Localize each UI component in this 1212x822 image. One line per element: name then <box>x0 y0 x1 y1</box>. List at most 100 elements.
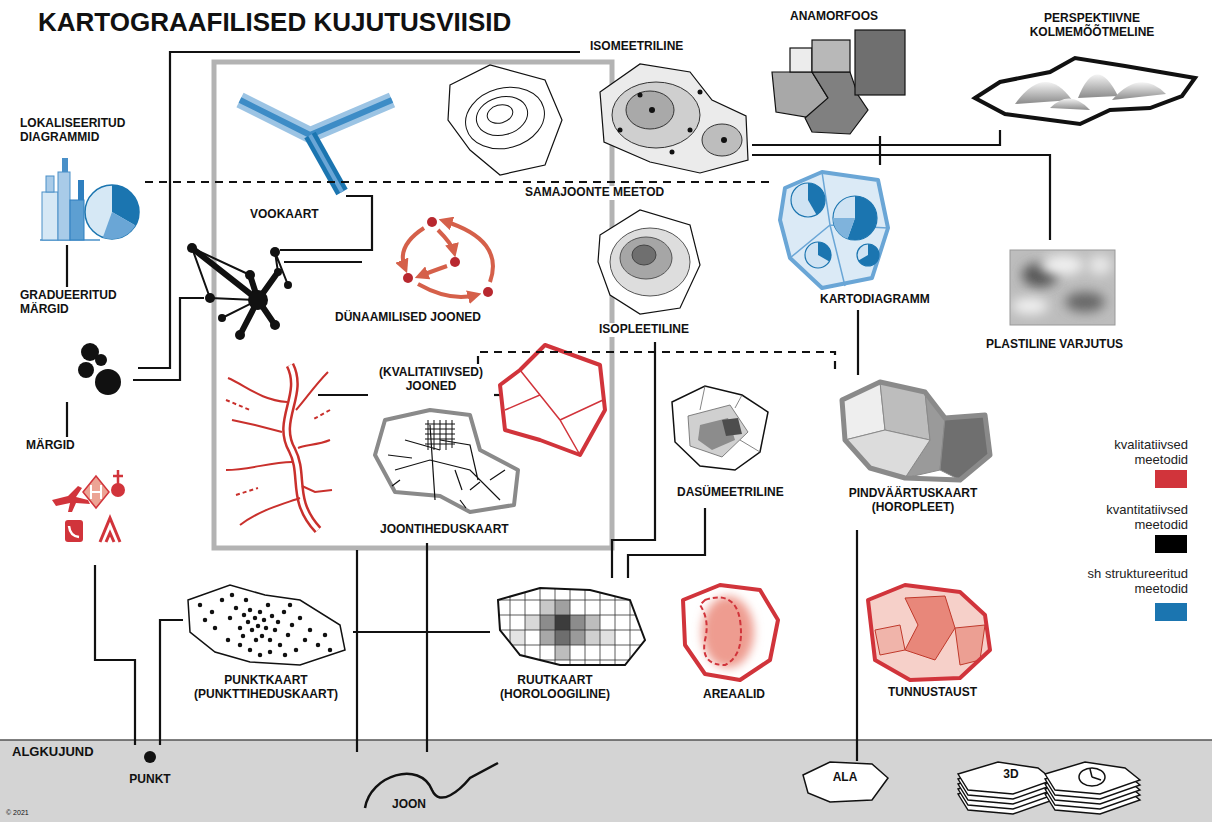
grid-map-picture <box>498 588 645 665</box>
perspective-3d-picture <box>975 58 1195 124</box>
node-label: PUNKT <box>121 773 179 787</box>
node-label: ALGKUJUND <box>12 745 94 760</box>
network-picture <box>274 268 282 276</box>
grid-map-picture <box>495 585 650 670</box>
connector-line <box>66 402 68 437</box>
node-label: TUNNUSTAUST <box>888 686 977 700</box>
cartodiagram-picture <box>805 242 831 268</box>
grid-map-picture <box>570 630 585 645</box>
cartodiagram-picture <box>780 172 888 288</box>
label-holder: SAMAJOONTE MEETOD <box>525 186 664 200</box>
network-picture <box>192 248 288 318</box>
grid-map-picture <box>570 615 585 630</box>
method-node: DÜNAAMILISED JOONED <box>333 205 513 330</box>
legend-entry: kvantitatiivsed meetodid <box>1078 503 1188 533</box>
dasymetric-picture <box>672 386 768 470</box>
legend-swatch <box>1155 535 1187 553</box>
cartodiagram-picture <box>791 183 825 217</box>
legend-swatch <box>1155 603 1187 621</box>
grid-map-picture <box>555 600 570 615</box>
dasymetric-picture <box>722 418 742 436</box>
line-density-picture <box>375 410 518 512</box>
layout-wire <box>356 550 358 752</box>
network-picture <box>187 243 292 340</box>
graduated-symbols-picture <box>95 369 121 395</box>
cartodiagram-picture <box>780 172 888 288</box>
method-node: PINDVÄÄRTUSKAART (HOROPLEET) <box>828 375 998 530</box>
node-label: DÜNAAMILISED JOONED <box>335 311 481 325</box>
method-node: AREAALID <box>675 580 785 708</box>
isoline-picture <box>448 65 562 175</box>
base-shapes-picture <box>958 762 1140 814</box>
localized-diagrams-picture <box>46 176 54 192</box>
group-label: SAMAJOONTE MEETOD <box>525 186 664 200</box>
cartodiagram-picture <box>848 196 877 240</box>
node-label: PINDVÄÄRTUSKAART (HOROPLEET) <box>838 487 988 515</box>
connector-line <box>856 530 858 761</box>
rivers-picture <box>226 372 332 525</box>
dynamic-lines-nodes <box>403 273 413 283</box>
method-node: VOOKAART <box>235 90 395 230</box>
layout-wire <box>284 261 362 263</box>
connector-line <box>628 508 705 578</box>
node-label: RUUTKAART (HOROLOOGILINE) <box>490 674 620 702</box>
ranges-picture <box>683 585 778 680</box>
rivers-picture <box>226 400 330 495</box>
point-symbols-picture <box>52 470 125 542</box>
localized-diagrams-picture <box>62 158 68 172</box>
dynamic-lines-nodes <box>427 217 437 227</box>
localized-diagrams-picture <box>58 172 70 240</box>
base-band-ground <box>0 739 1212 741</box>
node-label: ISOPLEETILINE <box>599 323 689 337</box>
relief-shading-picture <box>1088 255 1112 275</box>
isoline-picture <box>485 102 515 126</box>
node-label: ALA <box>800 771 890 785</box>
relief-shading-picture <box>1010 250 1115 325</box>
base-band: ALGKUJUNDPUNKTJOONALA3D <box>0 740 1212 822</box>
base-band-ground <box>0 740 1212 822</box>
qualitative-background-picture <box>868 585 990 680</box>
isometric-picture <box>600 64 748 173</box>
method-node: PERSPEKTIIVNE KOLMEMÕÕTMELINE <box>972 8 1200 130</box>
dynamic-lines-nodes <box>450 257 460 267</box>
base-band-ground <box>0 740 1212 822</box>
localized-diagrams-picture <box>85 185 139 239</box>
flow-map-picture <box>310 135 342 192</box>
relief-shading-picture <box>1010 250 1115 325</box>
grid-map-picture <box>540 630 555 645</box>
node-label: LOKALISEERITUD DIAGRAMMID <box>20 117 142 145</box>
qualitative-background-picture <box>905 596 955 660</box>
method-node: GRADUEERITUD MÄRGID <box>18 287 138 402</box>
relief-shading-picture <box>1012 255 1112 314</box>
dynamic-lines-picture <box>418 284 476 297</box>
ranges-picture <box>683 585 778 680</box>
qualitative-background-picture <box>868 585 990 680</box>
node-label: PUNKTKAART (PUNKTTIHEDUSKAART) <box>191 674 341 702</box>
relief-shading-picture <box>1065 292 1105 312</box>
node-label: (KVALITATIIVSED) JOONED <box>374 366 488 394</box>
isopleth-picture <box>620 237 672 279</box>
dynamic-lines-picture <box>403 221 493 297</box>
localized-diagrams-picture <box>40 158 139 240</box>
relief-shading-picture <box>1010 250 1115 325</box>
method-node: DASÜMEETRILINE <box>665 380 795 508</box>
node-label: PERSPEKTIIVNE KOLMEMÕÕTMELINE <box>1022 12 1162 40</box>
point-symbols-picture <box>113 470 123 484</box>
grid-map-picture <box>585 615 600 630</box>
grid-map-picture <box>555 630 570 645</box>
choropleth-picture <box>842 382 990 480</box>
base-shapes-picture <box>1079 768 1105 786</box>
base-3d: 3D <box>992 767 1033 785</box>
node-label: ANAMORFOOS <box>790 10 878 24</box>
connector-line <box>353 631 490 633</box>
dynamic-lines-nodes <box>483 287 493 297</box>
relief-shading-picture <box>1012 298 1048 314</box>
localized-diagrams-picture <box>42 192 58 240</box>
cartodiagram-picture <box>808 183 825 215</box>
anamorphosis-picture <box>812 40 850 72</box>
localized-diagrams-picture <box>70 200 84 240</box>
anamorphosis-picture <box>790 48 812 72</box>
graduated-symbols-picture <box>78 362 94 378</box>
method-node: PLASTILINE VARJUTUS <box>982 240 1154 362</box>
relief-shading-picture <box>1040 255 1084 275</box>
